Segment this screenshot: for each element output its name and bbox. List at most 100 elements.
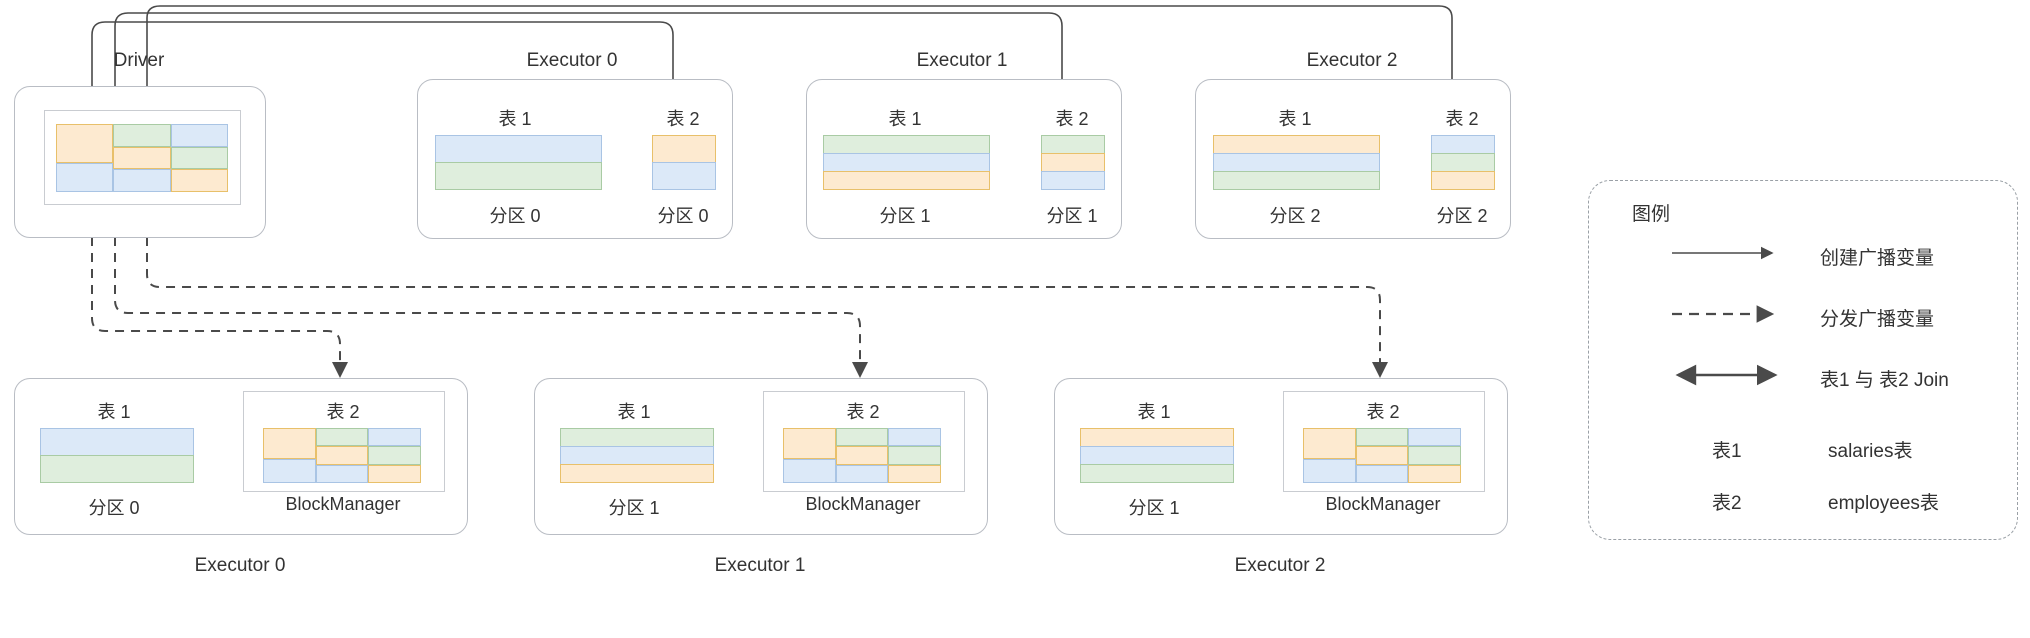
driver-cell-col-0 [56, 124, 114, 192]
top-exec2-table1-partition: 分区 2 [1269, 206, 1321, 226]
driver-cell-cell-0-0 [56, 124, 114, 163]
top-exec0-table1 [435, 135, 602, 190]
bottom-exec1-table1-partition: 分区 1 [608, 498, 660, 518]
top-exec0-t2-row-1 [652, 162, 716, 190]
bottom-exec0-t1-row-1 [40, 455, 194, 483]
bottom-exec0-bm-cell-1-2 [315, 464, 369, 483]
bottom-exec2-bm-cell-2-0 [1408, 428, 1462, 447]
top-exec1-t2-row-1 [1041, 153, 1105, 171]
top-exec1-table1-label: 表 1 [888, 109, 922, 129]
driver-cell-cell-2-2 [170, 169, 228, 193]
bottom-exec0-bm-col-2 [368, 428, 422, 483]
bottom-exec0-table1 [40, 428, 194, 483]
driver-cell-cell-2-0 [170, 124, 228, 147]
legend-mapping-0-value: salaries表 [1828, 441, 1913, 462]
bottom-exec1-blockmanager-label: BlockManager [805, 494, 921, 514]
top-exec2-table2-label: 表 2 [1445, 109, 1479, 129]
bottom-exec1-bm-cell-1-1 [835, 446, 889, 465]
bottom-exec2-bm-col-2 [1408, 428, 1462, 483]
bottom-exec2-table1-label: 表 1 [1137, 402, 1171, 422]
driver-cell-cell-1-2 [113, 169, 171, 193]
bottom-exec1-bm-cell-0-0 [783, 428, 836, 460]
bottom-exec2-bm-cell-1-0 [1355, 428, 1409, 447]
top-exec0-table2-label: 表 2 [666, 109, 700, 129]
legend-entry-2-text: 表1 与 表2 Join [1820, 370, 1949, 391]
driver-title: Driver [113, 50, 165, 71]
top-exec0-t1-row-0 [435, 135, 602, 162]
top-exec2-t2-row-2 [1431, 171, 1495, 190]
top-exec2-table1 [1213, 135, 1380, 190]
bottom-exec1-bm-cell-2-2 [888, 464, 942, 483]
bottom-exec0-bm-cell-1-1 [315, 446, 369, 465]
top-exec1-table1-partition: 分区 1 [879, 206, 931, 226]
bottom-exec2-table1-partition: 分区 1 [1128, 498, 1180, 518]
bottom-exec1-bm-cell-1-2 [835, 464, 889, 483]
driver-cell-col-2 [170, 124, 228, 193]
bottom-exec1-table1 [560, 428, 714, 483]
bottom-exec2-bm-cell-0-1 [1303, 459, 1356, 483]
top-executor-0-title: Executor 0 [526, 50, 618, 71]
driver-cell-cell-1-0 [113, 124, 171, 147]
driver-broadcast-table [56, 124, 228, 193]
bottom-exec1-bm-cell-2-1 [888, 446, 942, 465]
top-exec1-table2-partition: 分区 1 [1046, 206, 1098, 226]
bottom-exec0-blockmanager-label: BlockManager [285, 494, 401, 514]
bottom-exec1-bm-cell-2-0 [888, 428, 942, 447]
bottom-exec2-bm-cell-2-1 [1408, 446, 1462, 465]
top-exec2-table2-partition: 分区 2 [1436, 206, 1488, 226]
bottom-exec2-bm-cell-2-2 [1408, 464, 1462, 483]
top-exec1-table2-label: 表 2 [1055, 109, 1089, 129]
top-exec2-table2 [1431, 135, 1495, 190]
bottom-executor-1-caption: Executor 1 [714, 555, 806, 576]
bottom-exec1-bm-cell-0-1 [783, 459, 836, 483]
driver-cell-cell-1-1 [113, 146, 171, 170]
top-exec0-table1-partition: 分区 0 [489, 206, 541, 226]
bottom-exec2-bm-col-1 [1355, 428, 1409, 483]
top-exec0-table2-partition: 分区 0 [657, 206, 709, 226]
top-exec1-t1-row-1 [823, 153, 990, 171]
bottom-exec1-bm-cell-1-0 [835, 428, 889, 447]
bottom-exec2-bm-col-0 [1303, 428, 1356, 483]
top-exec2-t2-row-0 [1431, 135, 1495, 153]
top-exec2-t1-row-2 [1213, 171, 1380, 190]
driver-cell-cell-2-1 [170, 146, 228, 170]
top-exec0-t1-row-1 [435, 162, 602, 190]
bottom-exec0-bm-cell-1-0 [315, 428, 369, 447]
top-exec1-table1 [823, 135, 990, 190]
bottom-exec2-t1-row-1 [1080, 446, 1234, 464]
bottom-exec0-blockmanager-table [263, 428, 422, 483]
bottom-exec2-bm-cell-1-1 [1355, 446, 1409, 465]
bottom-exec1-t1-row-1 [560, 446, 714, 464]
bottom-exec0-bm-cell-2-1 [368, 446, 422, 465]
bottom-executor-0-caption: Executor 0 [194, 555, 286, 576]
top-exec0-t2-row-0 [652, 135, 716, 162]
top-exec1-t2-row-0 [1041, 135, 1105, 153]
bottom-exec2-table2-label: 表 2 [1366, 402, 1400, 422]
driver-cell-cell-0-1 [56, 162, 114, 192]
legend-mapping-1-value: employees表 [1828, 493, 1939, 514]
legend-title: 图例 [1632, 204, 1671, 225]
top-exec0-table2 [652, 135, 716, 190]
bottom-exec1-t1-row-0 [560, 428, 714, 446]
top-executor-1-title: Executor 1 [916, 50, 1008, 71]
bottom-exec0-table2-label: 表 2 [326, 402, 360, 422]
top-exec1-t2-row-2 [1041, 171, 1105, 190]
bottom-exec0-bm-cell-0-0 [263, 428, 316, 460]
legend-mapping-0-key: 表1 [1712, 441, 1742, 462]
top-executor-2-title: Executor 2 [1306, 50, 1398, 71]
top-exec1-t1-row-2 [823, 171, 990, 190]
legend-panel [1588, 180, 2018, 540]
bottom-exec0-bm-col-0 [263, 428, 316, 483]
bottom-exec1-bm-col-2 [888, 428, 942, 483]
legend-entry-0-text: 创建广播变量 [1820, 248, 1935, 269]
bottom-exec1-bm-col-1 [835, 428, 889, 483]
top-exec0-table1-label: 表 1 [498, 109, 532, 129]
bottom-exec1-blockmanager-table [783, 428, 942, 483]
top-exec1-table2 [1041, 135, 1105, 190]
bottom-exec0-table1-partition: 分区 0 [88, 498, 140, 518]
bottom-exec0-bm-col-1 [315, 428, 369, 483]
bottom-exec2-bm-cell-1-2 [1355, 464, 1409, 483]
bottom-exec2-t1-row-2 [1080, 464, 1234, 483]
bottom-exec2-blockmanager-label: BlockManager [1325, 494, 1441, 514]
bottom-exec2-t1-row-0 [1080, 428, 1234, 446]
